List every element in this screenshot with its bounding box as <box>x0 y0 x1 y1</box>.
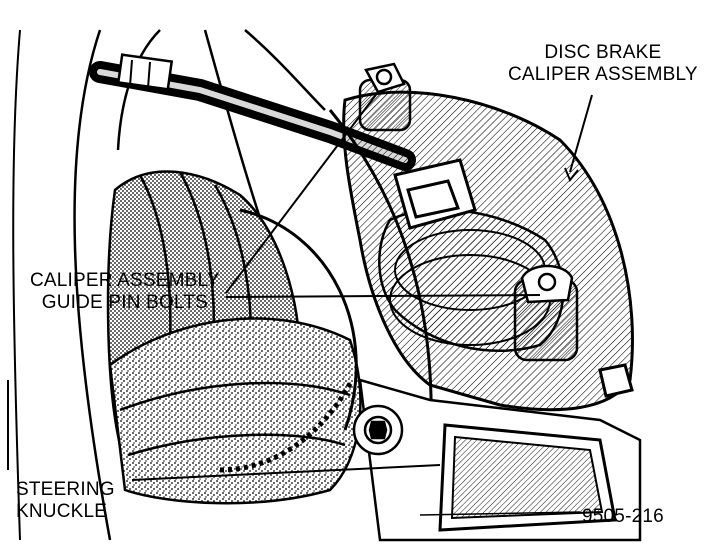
steering-knuckle-arm <box>358 378 642 542</box>
guide-pin-bolts-label-line-2: GUIDE PIN BOLTS <box>41 292 209 313</box>
figure-number: 9505-216 <box>582 506 664 527</box>
caliper-assembly-label: DISC BRAKE CALIPER ASSEMBLY <box>508 42 698 86</box>
lower-guide-pin-bolt <box>513 264 579 362</box>
guide-pin-bolts-label-line-1: CALIPER ASSEMBLY <box>30 270 220 291</box>
knuckle-bolt <box>352 404 404 456</box>
steering-knuckle-label-line-1: STEERING <box>16 479 115 500</box>
caliper-body <box>342 90 634 412</box>
caliper-assembly-label-line-1: DISC BRAKE <box>544 42 662 63</box>
caliper-assembly-label-line-2: CALIPER ASSEMBLY <box>508 64 698 85</box>
steering-knuckle-label: STEERING KNUCKLE <box>16 479 115 523</box>
guide-pin-bolts-label: CALIPER ASSEMBLY GUIDE PIN BOLTS <box>30 270 220 314</box>
upper-guide-pin-bolt <box>358 62 412 132</box>
leader-lines <box>131 91 593 516</box>
steering-knuckle-label-line-2: KNUCKLE <box>16 501 108 522</box>
